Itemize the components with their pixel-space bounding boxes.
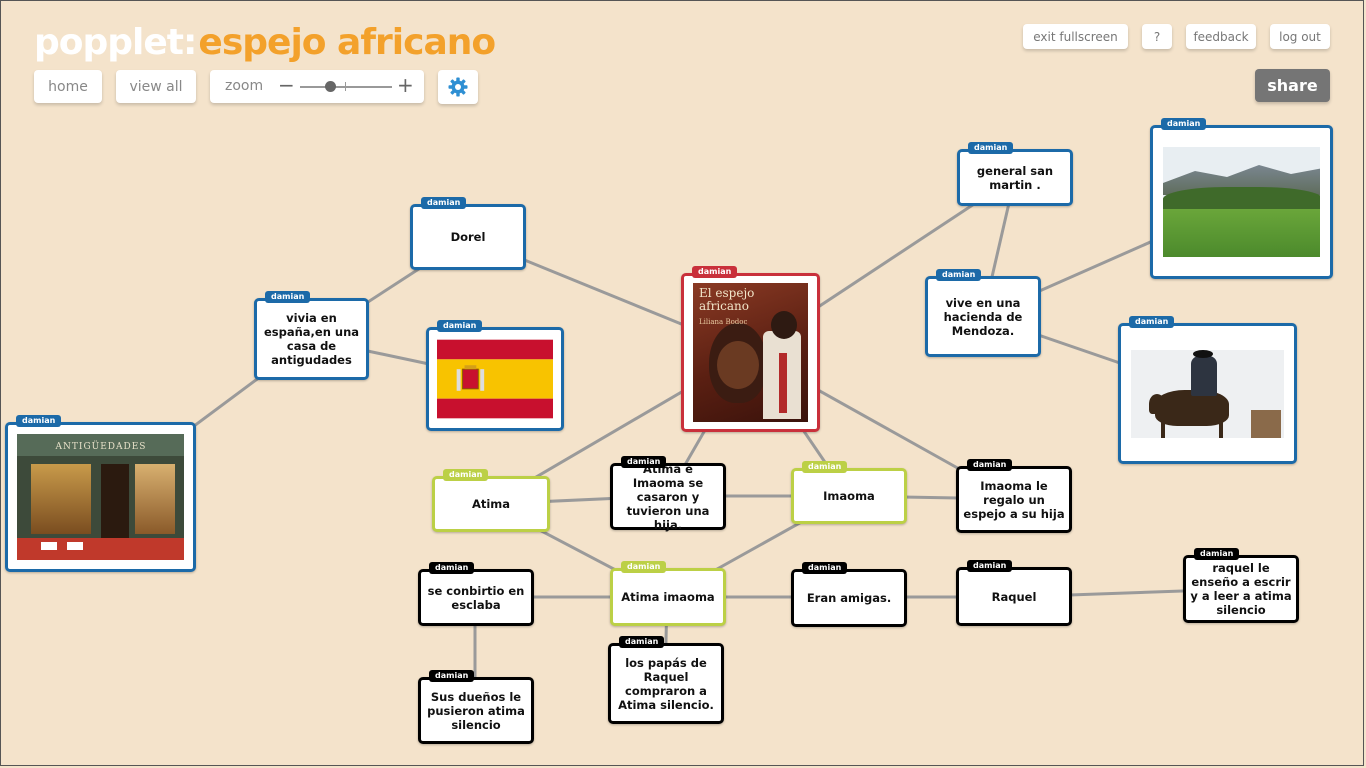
popplet-logo: popplet	[34, 22, 184, 63]
popple-text: general san martin .	[976, 163, 1054, 192]
zoom-out-button[interactable]: −	[278, 73, 295, 97]
author-tag: damian	[621, 456, 667, 468]
popple-ensenio[interactable]: damian raquel le enseño a escrir y a lee…	[1183, 548, 1299, 623]
popple-text: Dorel	[450, 230, 486, 244]
antique-shop-photo: ANTIGÜEDADES	[17, 434, 184, 560]
author-tag: damian	[265, 291, 311, 303]
author-tag: damian	[443, 469, 489, 481]
popple-casaron[interactable]: damian Atima e Imaoma se casaron y tuvie…	[610, 456, 726, 532]
author-tag: damian	[437, 320, 483, 332]
landscape-photo	[1163, 147, 1320, 257]
popple-dorel[interactable]: damian Dorel	[410, 197, 526, 270]
spain-flag-image	[437, 339, 553, 419]
app-title: popplet:espejo africano	[34, 22, 496, 63]
popple-text: Atima imaoma	[621, 590, 715, 604]
popple-antique-shop[interactable]: damian ANTIGÜEDADES	[5, 415, 196, 572]
popple-esclaba[interactable]: damian se conbirtio en esclaba	[418, 562, 534, 626]
book-author: Liliana Bodoc	[699, 318, 748, 326]
author-tag: damian	[936, 269, 982, 281]
author-tag: damian	[1129, 316, 1175, 328]
board-title[interactable]: espejo africano	[198, 22, 496, 63]
gear-icon	[448, 77, 468, 97]
popple-text: los papás de Raquel compraron a Atima si…	[618, 655, 714, 712]
popple-text: Atima e Imaoma se casaron y tuvieron una…	[626, 461, 710, 532]
shop-sign: ANTIGÜEDADES	[55, 442, 147, 452]
author-tag: damian	[16, 415, 62, 427]
author-tag: damian	[429, 670, 475, 682]
popple-atima-imaoma[interactable]: damian Atima imaoma	[610, 561, 726, 626]
popple-text: Imaoma le regalo un espejo a su hija	[963, 478, 1065, 521]
popple-landscape[interactable]: damian	[1150, 118, 1333, 279]
zoom-slider-handle[interactable]	[325, 81, 337, 92]
author-tag: damian	[621, 561, 667, 573]
popple-text: se conbirtio en esclaba	[427, 583, 525, 612]
author-tag: damian	[429, 562, 475, 574]
popple-atima[interactable]: damian Atima	[432, 469, 550, 532]
help-button[interactable]: ?	[1142, 24, 1172, 49]
logo-separator: :	[183, 22, 197, 63]
settings-button[interactable]	[438, 70, 478, 104]
popple-papas[interactable]: damian los papás de Raquel compraron a A…	[608, 636, 724, 724]
feedback-button[interactable]: feedback	[1186, 24, 1256, 49]
popple-hacienda[interactable]: damian vive en una hacienda de Mendoza.	[925, 269, 1041, 357]
author-tag: damian	[421, 197, 467, 209]
popple-text: Raquel	[991, 589, 1037, 604]
popple-text: vive en una hacienda de Mendoza.	[943, 295, 1023, 338]
book-cover-image: El espejo africano Liliana Bodoc	[693, 283, 808, 422]
popple-text: Atima	[471, 497, 511, 511]
zoom-label: zoom	[225, 78, 264, 94]
popple-text: raquel le enseño a escrir y a leer a ati…	[1190, 561, 1292, 617]
popple-general-san-martin[interactable]: damian general san martin .	[957, 142, 1073, 206]
popple-text: Eran amigas.	[806, 591, 892, 605]
popple-spain-flag[interactable]: damian	[426, 320, 564, 431]
author-tag: damian	[802, 562, 848, 574]
author-tag: damian	[619, 636, 665, 648]
author-tag: damian	[692, 266, 738, 278]
share-button[interactable]: share	[1255, 69, 1330, 102]
popple-amigas[interactable]: damian Eran amigas.	[791, 562, 907, 627]
popple-horseman[interactable]: damian	[1118, 316, 1297, 464]
zoom-slider-track[interactable]	[300, 86, 392, 88]
author-tag: damian	[967, 560, 1013, 572]
author-tag: damian	[802, 461, 848, 473]
horseman-painting	[1131, 349, 1284, 438]
popple-vivia[interactable]: damian vivia en españa,en una casa de an…	[254, 291, 369, 380]
popple-center-book[interactable]: damian El espejo africano Liliana Bodoc	[681, 266, 820, 432]
book-title: El espejo africano	[699, 286, 755, 313]
zoom-slider-tick	[345, 82, 346, 91]
log-out-button[interactable]: log out	[1270, 24, 1330, 49]
zoom-control: zoom − +	[210, 70, 424, 103]
exit-fullscreen-button[interactable]: exit fullscreen	[1023, 24, 1128, 49]
author-tag: damian	[1194, 548, 1240, 560]
popple-imaoma[interactable]: damian Imaoma	[791, 461, 907, 524]
popple-text: vivia en españa,en una casa de antigudad…	[263, 311, 360, 367]
home-button[interactable]: home	[34, 70, 102, 103]
popple-duenos[interactable]: damian Sus dueños le pusieron atima sile…	[418, 670, 534, 744]
popple-regalo[interactable]: damian Imaoma le regalo un espejo a su h…	[956, 459, 1072, 533]
author-tag: damian	[967, 459, 1013, 471]
author-tag: damian	[1161, 118, 1207, 130]
popple-text: Imaoma	[823, 489, 875, 503]
author-tag: damian	[968, 142, 1014, 154]
popple-text: Sus dueños le pusieron atima silencio	[427, 689, 525, 732]
popple-raquel[interactable]: damian Raquel	[956, 560, 1072, 626]
view-all-button[interactable]: view all	[116, 70, 196, 103]
zoom-in-button[interactable]: +	[397, 73, 414, 97]
